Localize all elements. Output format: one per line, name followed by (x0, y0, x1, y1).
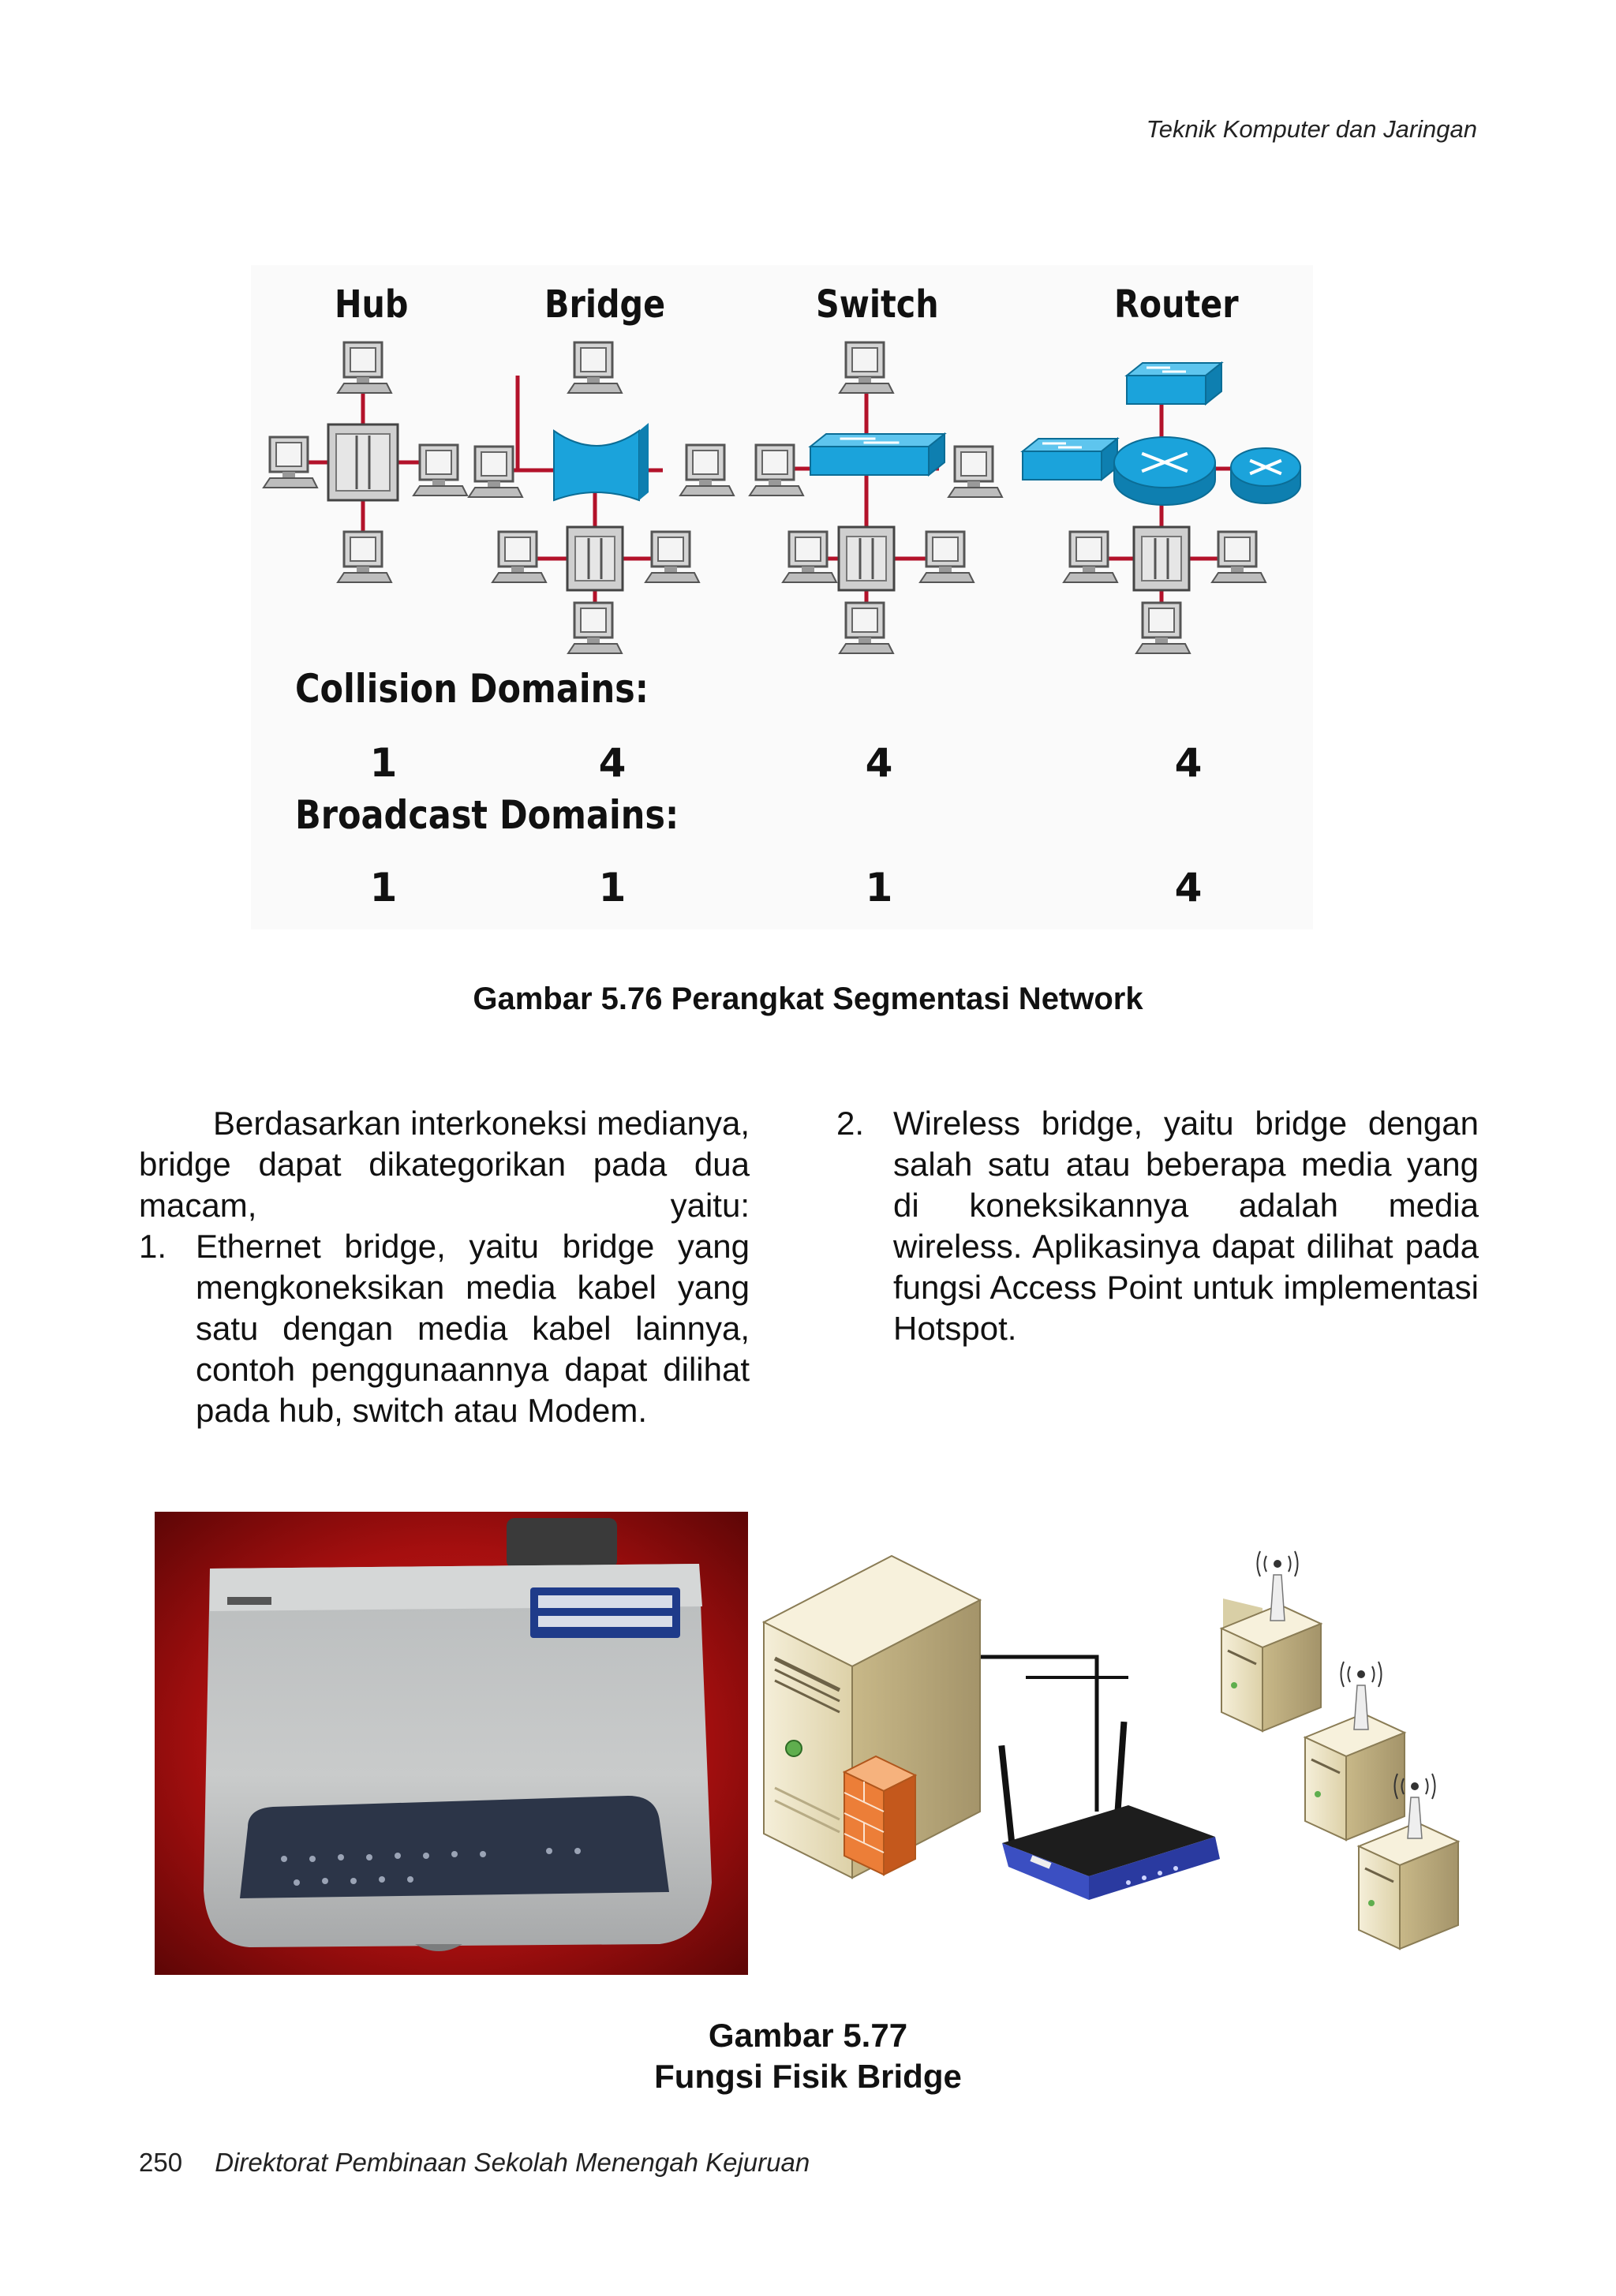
hub-icon (837, 525, 896, 592)
computer-icon (781, 530, 838, 583)
caption-number: Gambar 5.77 (708, 2017, 908, 2054)
computer-icon (262, 436, 319, 488)
device-title-switch: Switch (816, 282, 939, 327)
computer-icon (336, 341, 393, 394)
broadcast-value-switch: 1 (865, 865, 893, 911)
list-number: 1. (139, 1228, 167, 1265)
computer-icon (467, 445, 524, 498)
computer-icon (1135, 601, 1191, 654)
text-column-left: Berdasarkan interkoneksi medianya, bridg… (139, 1103, 750, 1431)
computer-icon (947, 445, 1004, 498)
computer-icon (567, 601, 623, 654)
wireless-client-server-3 (1356, 1773, 1461, 1950)
bridge-icon (553, 423, 649, 502)
switch-icon (1020, 436, 1120, 482)
hub-icon (1132, 525, 1191, 592)
collision-value-hub: 1 (369, 740, 398, 786)
page-footer: 250 Direktorat Pembinaan Sekolah Menenga… (139, 2148, 810, 2178)
wireless-client-server-2 (1303, 1661, 1407, 1842)
list-item-text: Ethernet bridge, yaitu bridge yang mengk… (196, 1228, 750, 1429)
computer-icon (838, 341, 895, 394)
computer-icon (748, 443, 805, 496)
wireless-client-server-1 (1219, 1550, 1323, 1733)
bridge-device-photo (155, 1512, 748, 1975)
wireless-bridge-diagram (758, 1512, 1483, 1985)
computer-icon (838, 601, 895, 654)
hub-icon (327, 423, 399, 502)
switch-icon (1124, 361, 1224, 406)
list-item-ethernet-bridge: 1. Ethernet bridge, yaitu bridge yang me… (139, 1226, 750, 1431)
computer-icon (336, 530, 393, 583)
hub-icon (566, 525, 624, 592)
segmentation-diagram (262, 341, 1301, 654)
collision-value-router: 4 (1174, 740, 1203, 786)
computer-icon (918, 530, 975, 583)
broadcast-value-router: 4 (1174, 865, 1203, 911)
list-number: 2. (836, 1105, 865, 1142)
computer-icon (644, 530, 701, 583)
computer-icon (679, 443, 735, 496)
running-header: Teknik Komputer dan Jaringan (1146, 115, 1477, 143)
device-title-bridge: Bridge (544, 282, 666, 327)
device-title-router: Router (1114, 282, 1239, 327)
collision-domains-heading: Collision Domains: (295, 666, 649, 712)
page-number: 250 (139, 2148, 183, 2177)
figure-network-segmentation: Hub Bridge Switch Router Collision Domai… (251, 265, 1313, 929)
figure-caption-5-76: Gambar 5.76 Perangkat Segmentasi Network (473, 982, 1143, 1016)
firewall-icon (842, 1755, 918, 1876)
broadcast-value-bridge: 1 (598, 865, 627, 911)
computer-icon (1210, 530, 1267, 583)
switch-icon (808, 432, 947, 477)
figure-caption-5-77: Gambar 5.77 Fungsi Fisik Bridge (0, 2015, 1616, 2097)
router-icon (1230, 447, 1301, 504)
router-icon (1113, 436, 1216, 506)
computer-icon (491, 530, 548, 583)
device-title-hub: Hub (335, 282, 409, 327)
list-item-text: Wireless bridge, yaitu bridge dengan sal… (893, 1105, 1479, 1347)
broadcast-value-hub: 1 (369, 865, 398, 911)
collision-value-bridge: 4 (598, 740, 627, 786)
footer-publisher: Direktorat Pembinaan Sekolah Menengah Ke… (215, 2148, 810, 2177)
computer-icon (412, 443, 469, 496)
text-column-right: 2. Wireless bridge, yaitu bridge dengan … (836, 1103, 1479, 1349)
computer-icon (1062, 530, 1119, 583)
intro-paragraph: Berdasarkan interkoneksi medianya, bridg… (139, 1105, 750, 1224)
broadcast-domains-heading: Broadcast Domains: (295, 792, 679, 838)
collision-value-switch: 4 (865, 740, 893, 786)
caption-title: Fungsi Fisik Bridge (654, 2058, 962, 2095)
wireless-router-icon (998, 1721, 1220, 1900)
computer-icon (567, 341, 623, 394)
list-item-wireless-bridge: 2. Wireless bridge, yaitu bridge dengan … (836, 1103, 1479, 1349)
